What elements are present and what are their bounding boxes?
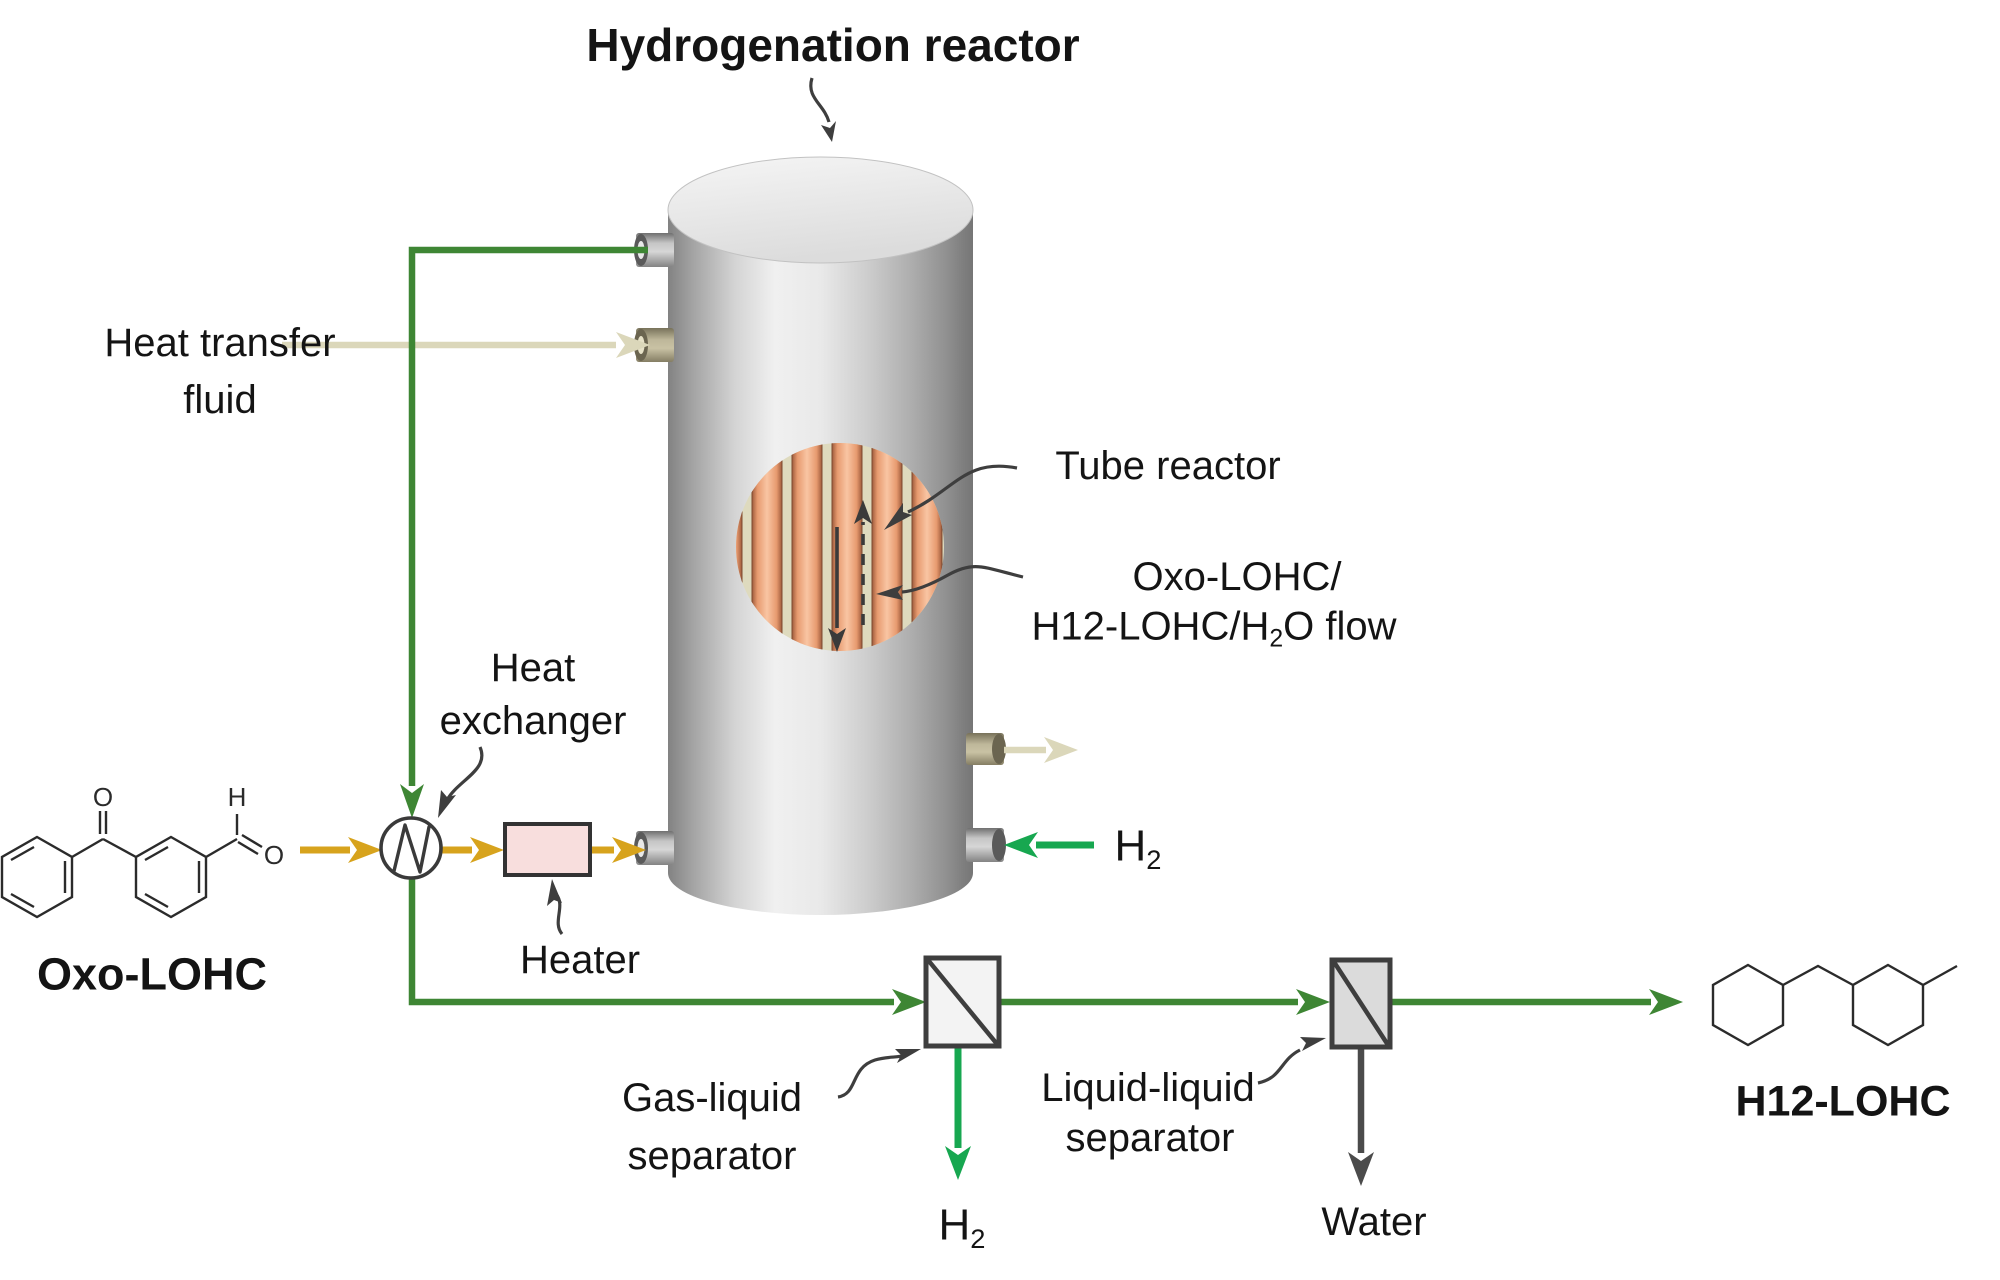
leader-gas-liquid-to-symbol	[837, 1049, 921, 1099]
flow-label-line2: H12-LOHC/H2O flow	[1032, 605, 1397, 652]
leader-flow-to-inset	[876, 565, 1024, 600]
feed-line-oxo-lohc	[300, 837, 646, 863]
flow-arrowhead-right	[1649, 989, 1683, 1015]
h12-lohc-structure	[1711, 963, 1958, 1047]
nozzle-heat-transfer-out	[966, 733, 1006, 765]
upflow-dashed-arrow-icon	[854, 500, 872, 625]
heat-transfer-fluid-outlet-arrow	[1004, 737, 1078, 763]
h2-inlet-arrow	[1004, 832, 1094, 858]
leader-tube-reactor-to-inset	[884, 464, 1018, 530]
product-line-exchanger-to-gas-liquid-separator	[408, 879, 926, 1015]
heat-transfer-fluid-label-line1: Heat transfer	[104, 321, 336, 365]
svg-text:O: O	[264, 840, 284, 870]
h2-inlet-sub: 2	[1146, 843, 1162, 875]
heat-transfer-fluid-inlet-arrow	[282, 332, 650, 358]
heat-exchanger-label-line2: exchanger	[439, 699, 627, 743]
h2-outlet-sub: 2	[970, 1222, 986, 1254]
flow-label-line2-post: O flow	[1283, 604, 1397, 649]
h12-lohc-label: H12-LOHC	[1735, 1077, 1951, 1126]
water-outlet-arrow	[1348, 1047, 1374, 1186]
nozzle-h2-in-bottom-right	[966, 828, 1006, 862]
flow-arrowhead-down	[400, 784, 424, 818]
svg-text:O: O	[93, 782, 113, 812]
leader-heater-to-symbol	[547, 879, 564, 936]
h2-outlet-label: H2	[938, 1200, 986, 1254]
liquid-liquid-separator-label-line2: separator	[1065, 1116, 1235, 1160]
flow-arrowhead-right	[892, 989, 926, 1015]
flow-label-line2-pre: H12-LOHC/H	[1031, 604, 1270, 649]
product-line-reactor-to-exchanger	[400, 246, 648, 818]
h2-inlet-base: H	[1114, 821, 1147, 871]
heater-symbol	[503, 822, 592, 877]
water-label: Water	[1321, 1200, 1427, 1244]
gas-liquid-separator-label-line1: Gas-liquid	[621, 1076, 803, 1120]
vessel-top-cap	[667, 156, 974, 264]
liquid-liquid-separator-symbol	[1329, 957, 1393, 1050]
nozzle-feed-in-bottom-left	[634, 831, 674, 865]
leader-liquid-liquid-to-symbol	[1257, 1037, 1326, 1085]
tube-reactor-label: Tube reactor	[1055, 444, 1281, 488]
svg-text:H: H	[228, 782, 247, 812]
leader-heat-exchanger-to-symbol	[438, 746, 484, 818]
oxo-lohc-label: Oxo-LOHC	[37, 948, 267, 1000]
downflow-arrow-icon	[828, 527, 846, 652]
flow-arrowhead-right	[1296, 989, 1330, 1015]
h2-inlet-label: H2	[1114, 821, 1162, 875]
h2-outlet-base: H	[938, 1200, 971, 1250]
heat-exchanger-symbol	[379, 816, 443, 880]
liquid-liquid-separator-label-line1: Liquid-liquid	[1041, 1066, 1255, 1110]
heat-transfer-fluid-label-line2: fluid	[183, 378, 257, 422]
heat-exchanger-label-line1: Heat	[490, 646, 576, 690]
h2-outlet-arrow	[945, 1046, 971, 1180]
leader-title-to-reactor	[809, 77, 836, 142]
diagram-title: Hydrogenation reactor	[586, 18, 1080, 71]
gas-liquid-separator-symbol	[923, 955, 1002, 1049]
flow-label-line1: Oxo-LOHC/	[1132, 555, 1342, 599]
heater-label: Heater	[519, 938, 641, 982]
oxo-lohc-structure: O H O	[0, 782, 284, 919]
product-line-to-liquid-liquid-separator	[999, 989, 1330, 1015]
product-line-to-h12-lohc	[1390, 989, 1683, 1015]
flow-label-line2-sub: 2	[1269, 625, 1284, 653]
gas-liquid-separator-label-line2: separator	[627, 1134, 797, 1178]
